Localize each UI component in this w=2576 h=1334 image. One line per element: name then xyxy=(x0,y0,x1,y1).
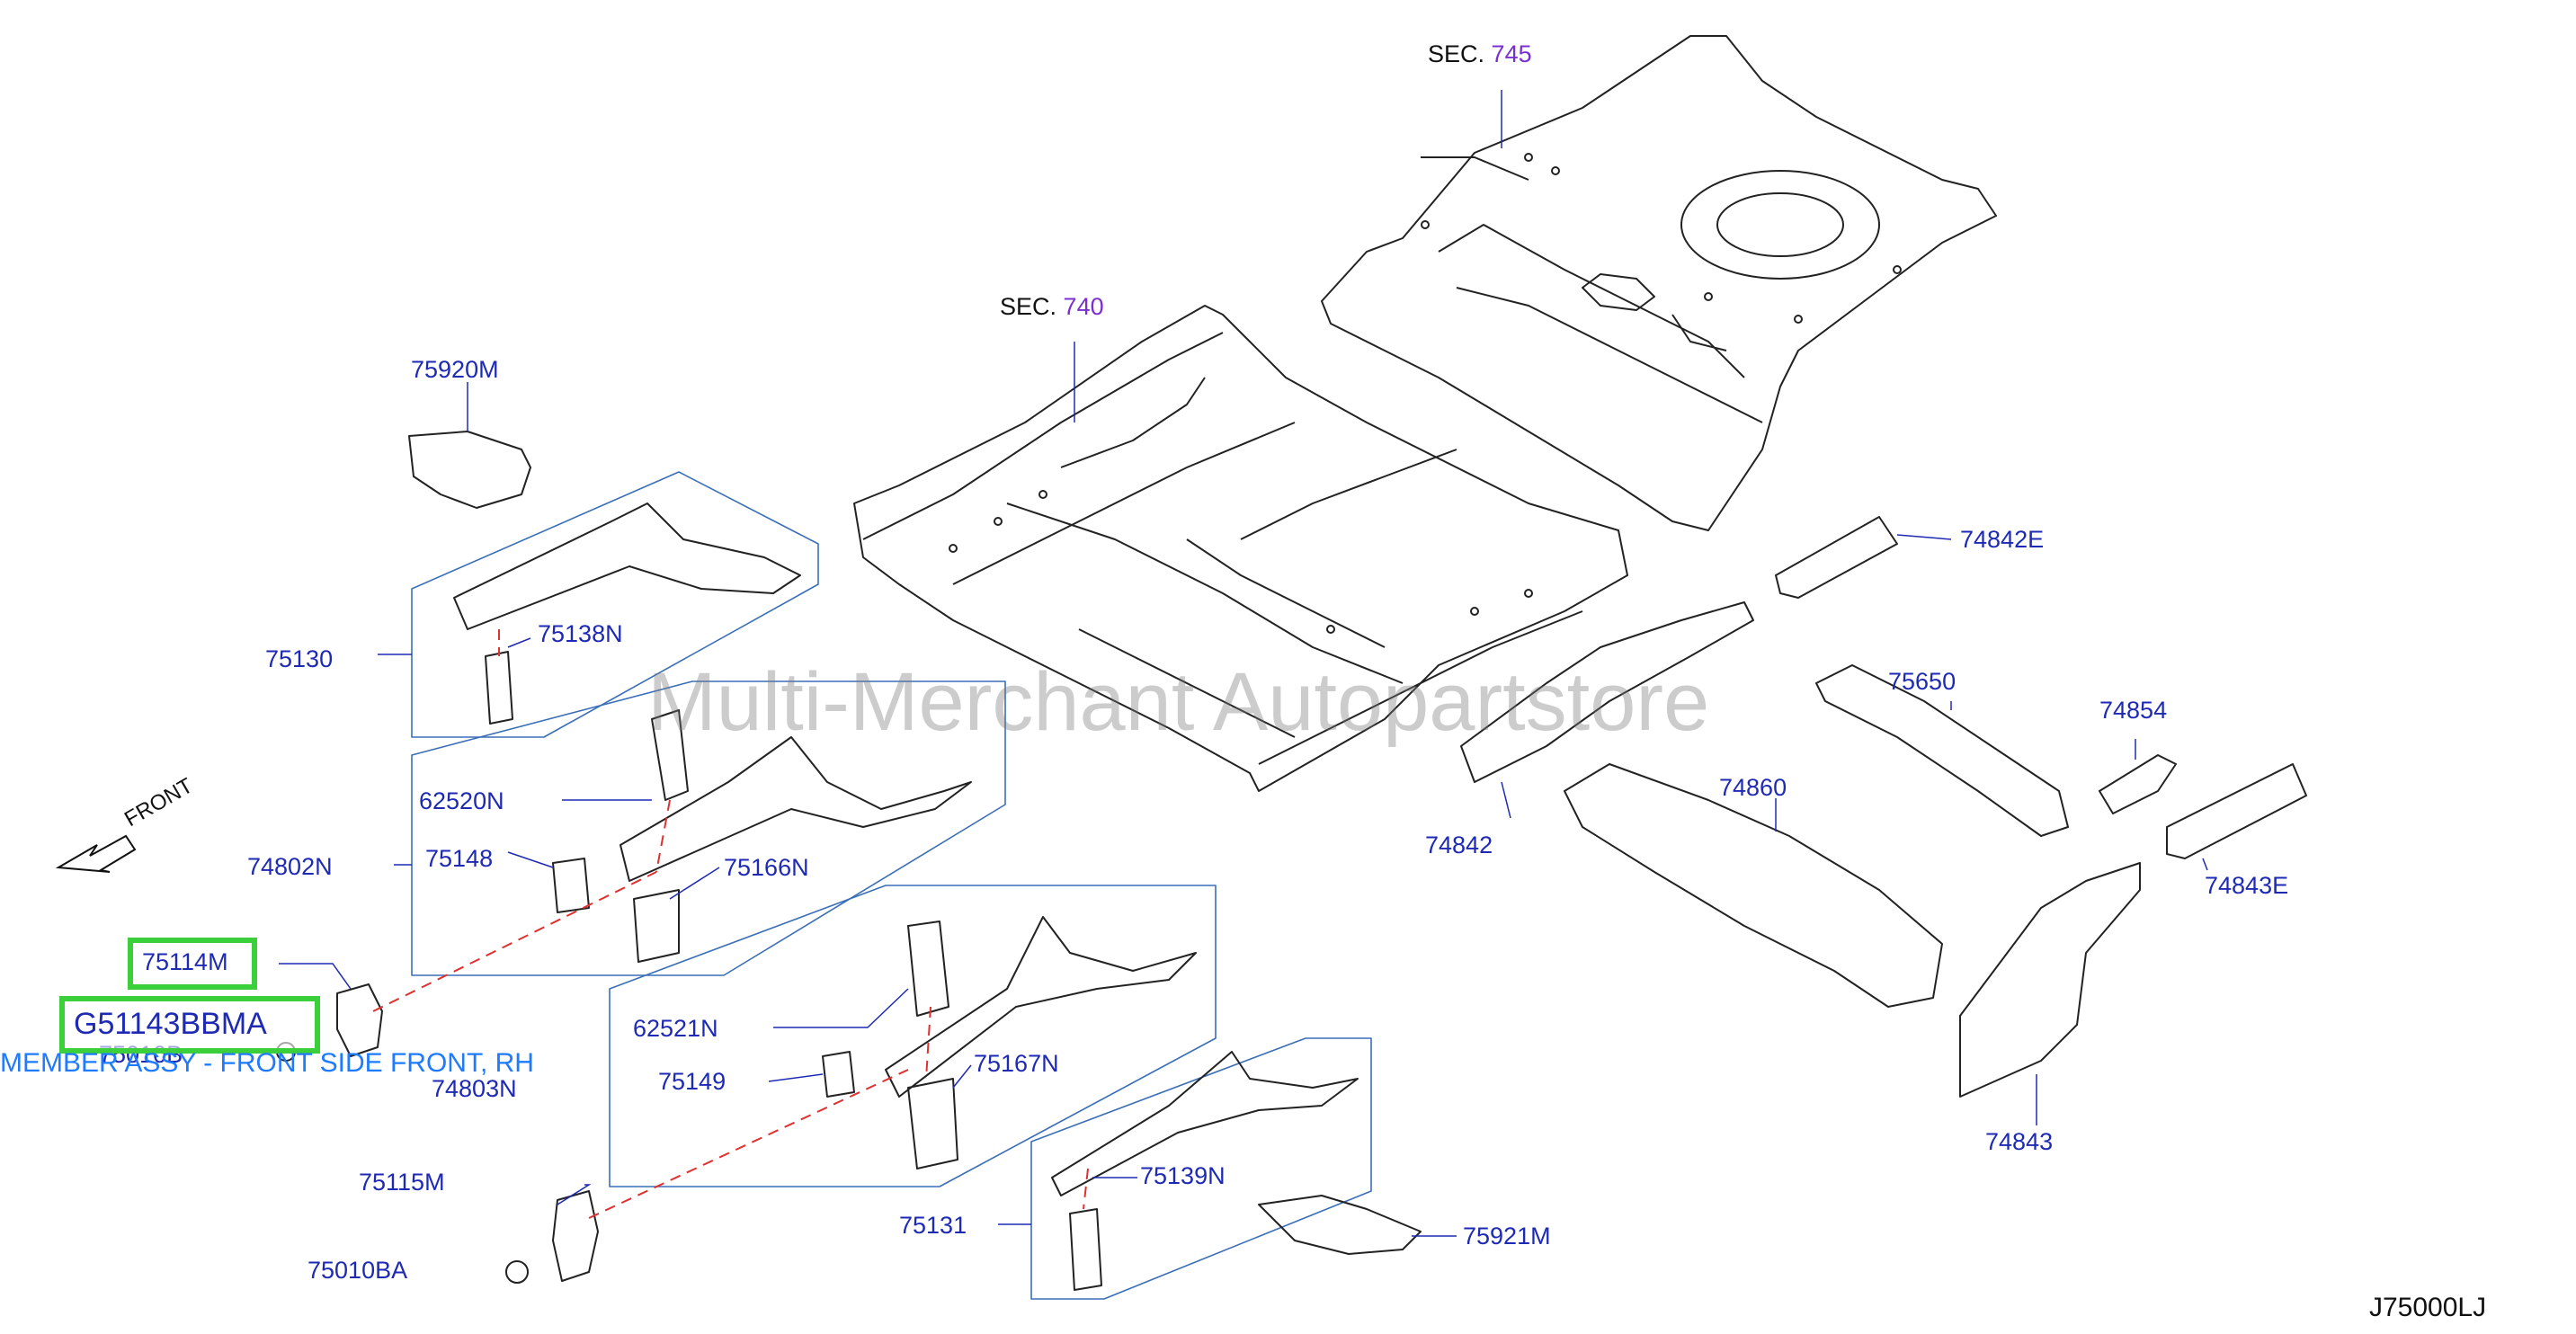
part-75010BA-shape xyxy=(505,1260,529,1284)
part-74860-shape xyxy=(1564,763,1943,1008)
part-label-75131[interactable]: 75131 xyxy=(899,1212,967,1239)
rear-floor-panel xyxy=(1321,35,1997,531)
group-box-75131 xyxy=(1030,1037,1372,1300)
part-label-75138N[interactable]: 75138N xyxy=(538,620,623,647)
part-label-74803N[interactable]: 74803N xyxy=(432,1075,517,1102)
part-label-75115M[interactable]: 75115M xyxy=(359,1169,445,1196)
part-74842E-shape xyxy=(1775,516,1898,599)
front-arrow-icon xyxy=(55,834,137,873)
part-label-74842[interactable]: 74842 xyxy=(1425,832,1493,858)
highlighted-part-number-text: G51143BBMA xyxy=(74,1007,267,1041)
part-75114M-shape xyxy=(336,983,383,1057)
part-label-75166N[interactable]: 75166N xyxy=(724,854,809,881)
diagram-code: J75000LJ xyxy=(2369,1293,2487,1322)
part-label-75149[interactable]: 75149 xyxy=(658,1068,726,1095)
part-label-62520N[interactable]: 62520N xyxy=(419,787,504,814)
part-label-74854[interactable]: 74854 xyxy=(2099,697,2168,724)
section-number: 740 xyxy=(1063,293,1104,320)
part-label-74842E[interactable]: 74842E xyxy=(1960,526,2045,553)
part-75921M-shape xyxy=(1258,1195,1422,1255)
part-75131-shape xyxy=(1051,1051,1359,1196)
part-74842-shape xyxy=(1460,601,1754,783)
group-box-74803N xyxy=(609,885,1217,1187)
part-label-75139N[interactable]: 75139N xyxy=(1140,1162,1226,1189)
part-label-74843[interactable]: 74843 xyxy=(1985,1128,2054,1155)
group-box-75130 xyxy=(411,471,819,738)
part-75650-shape xyxy=(1815,664,2069,837)
part-label-75650[interactable]: 75650 xyxy=(1888,668,1957,695)
part-label-75148[interactable]: 75148 xyxy=(425,845,494,872)
highlighted-part-ref[interactable]: 75114M xyxy=(128,938,257,990)
section-prefix: SEC. xyxy=(1428,40,1485,67)
part-label-75167N[interactable]: 75167N xyxy=(974,1050,1059,1077)
section-number: 745 xyxy=(1491,40,1532,67)
part-74854-shape xyxy=(2099,754,2177,814)
part-74843E-shape xyxy=(2166,763,2307,859)
section-ref-740[interactable]: SEC. 740 xyxy=(1000,295,1104,319)
part-label-74802N[interactable]: 74802N xyxy=(247,853,333,880)
part-label-75130[interactable]: 75130 xyxy=(265,645,334,672)
watermark: Multi-Merchant Autopartstore xyxy=(647,656,1710,748)
part-74843-shape xyxy=(1959,862,2141,1098)
part-74802N-shape xyxy=(619,736,972,882)
part-75115M-shape xyxy=(552,1190,599,1282)
part-label-74843E[interactable]: 74843E xyxy=(2205,872,2289,899)
part-label-75010BA[interactable]: 75010BA xyxy=(308,1257,408,1284)
highlighted-part-ref-text: 75114M xyxy=(142,948,228,975)
part-75920M-shape xyxy=(408,431,531,509)
part-label-62521N[interactable]: 62521N xyxy=(633,1015,718,1042)
selected-part-description: MEMBER ASSY - FRONT SIDE FRONT, RH xyxy=(0,1048,534,1078)
section-prefix: SEC. xyxy=(1000,293,1057,320)
highlighted-part-number[interactable]: G51143BBMA xyxy=(59,996,320,1054)
part-75130-shape xyxy=(453,502,801,630)
part-label-74860[interactable]: 74860 xyxy=(1719,774,1787,801)
part-label-75921M[interactable]: 75921M xyxy=(1463,1223,1551,1250)
part-74803N-shape xyxy=(885,916,1197,1098)
group-box-74802N xyxy=(411,680,1006,976)
front-floor-panel xyxy=(853,305,1628,792)
section-ref-745[interactable]: SEC. 745 xyxy=(1428,42,1532,67)
part-label-75920M[interactable]: 75920M xyxy=(411,356,499,383)
